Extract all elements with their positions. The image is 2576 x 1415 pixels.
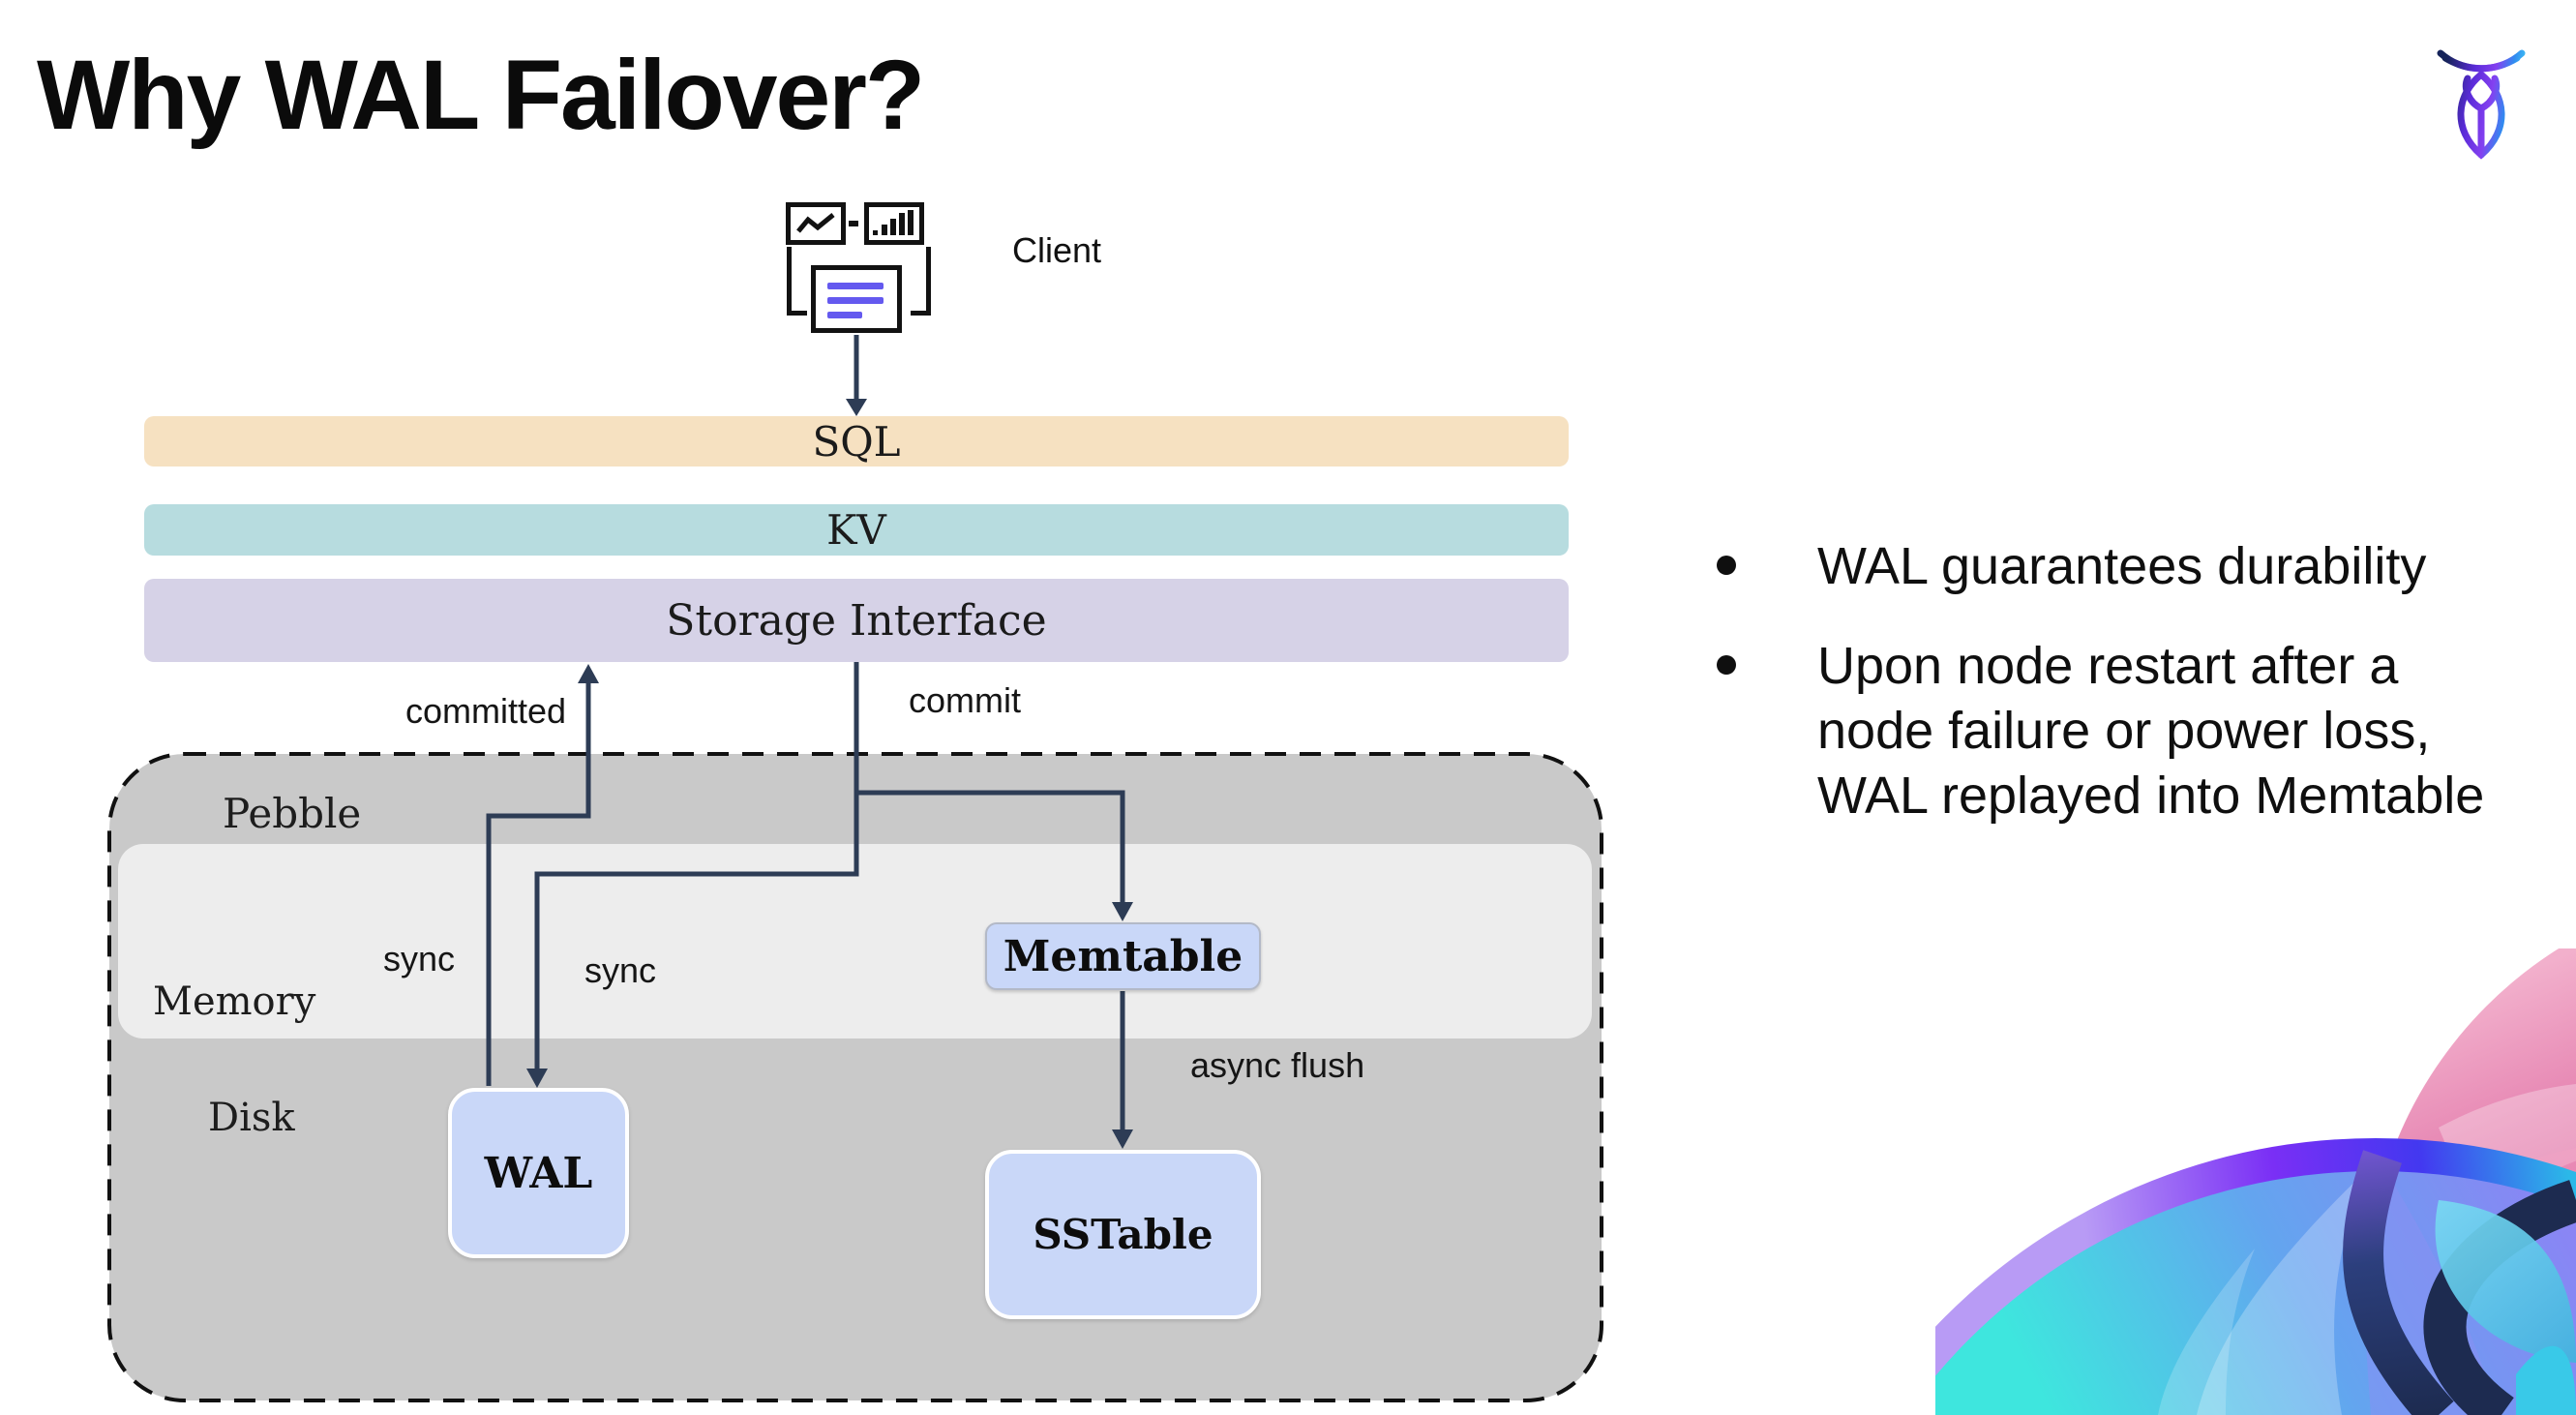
- kv-layer-label: KV: [826, 506, 886, 554]
- memtable-label: Memtable: [1003, 931, 1243, 981]
- sync-label-left: sync: [383, 939, 456, 978]
- sql-layer-label: SQL: [812, 417, 901, 466]
- bullet-dot-icon: [1717, 556, 1736, 575]
- memory-region: [118, 844, 1592, 1039]
- sync-label-right: sync: [584, 950, 657, 990]
- sstable-label: SSTable: [1033, 1211, 1213, 1258]
- memtable-node: Memtable: [985, 922, 1261, 990]
- line-chart-icon: [786, 202, 846, 245]
- cockroachdb-logo-icon: [2437, 49, 2526, 160]
- bullet-list: WAL guarantees durability Upon node rest…: [1684, 534, 2535, 863]
- right-bracket-icon: [911, 247, 931, 316]
- kv-layer: KV: [144, 504, 1569, 556]
- client-label: Client: [1012, 230, 1102, 270]
- memory-label: Memory: [153, 979, 316, 1024]
- wal-node: WAL: [448, 1088, 629, 1258]
- left-bracket-icon: [787, 247, 807, 316]
- page-title: Why WAL Failover?: [37, 40, 925, 150]
- list-item: Upon node restart after a node failure o…: [1684, 634, 2535, 828]
- commit-label: commit: [909, 680, 1021, 720]
- sql-layer: SQL: [144, 416, 1569, 467]
- dash-connector: [849, 221, 858, 226]
- document-icon: [811, 265, 902, 333]
- brand-artwork: [1935, 948, 2576, 1415]
- storage-interface-layer: Storage Interface: [144, 579, 1569, 662]
- committed-label: committed: [405, 691, 567, 731]
- bullet-dot-icon: [1717, 655, 1736, 675]
- bar-chart-icon: [864, 202, 924, 245]
- bullet-text: WAL guarantees durability: [1817, 537, 2427, 595]
- async-flush-label: async flush: [1190, 1045, 1365, 1085]
- wal-label: WAL: [484, 1148, 593, 1198]
- storage-interface-label: Storage Interface: [666, 595, 1047, 646]
- client-icon: [784, 198, 931, 339]
- committed-arrowhead: [578, 664, 599, 683]
- sstable-node: SSTable: [985, 1150, 1261, 1319]
- list-item: WAL guarantees durability: [1684, 534, 2535, 599]
- client-to-sql-arrowhead: [846, 399, 867, 416]
- pebble-label: Pebble: [223, 790, 362, 837]
- disk-label: Disk: [208, 1096, 295, 1140]
- bullet-text: Upon node restart after a node failure o…: [1817, 637, 2485, 825]
